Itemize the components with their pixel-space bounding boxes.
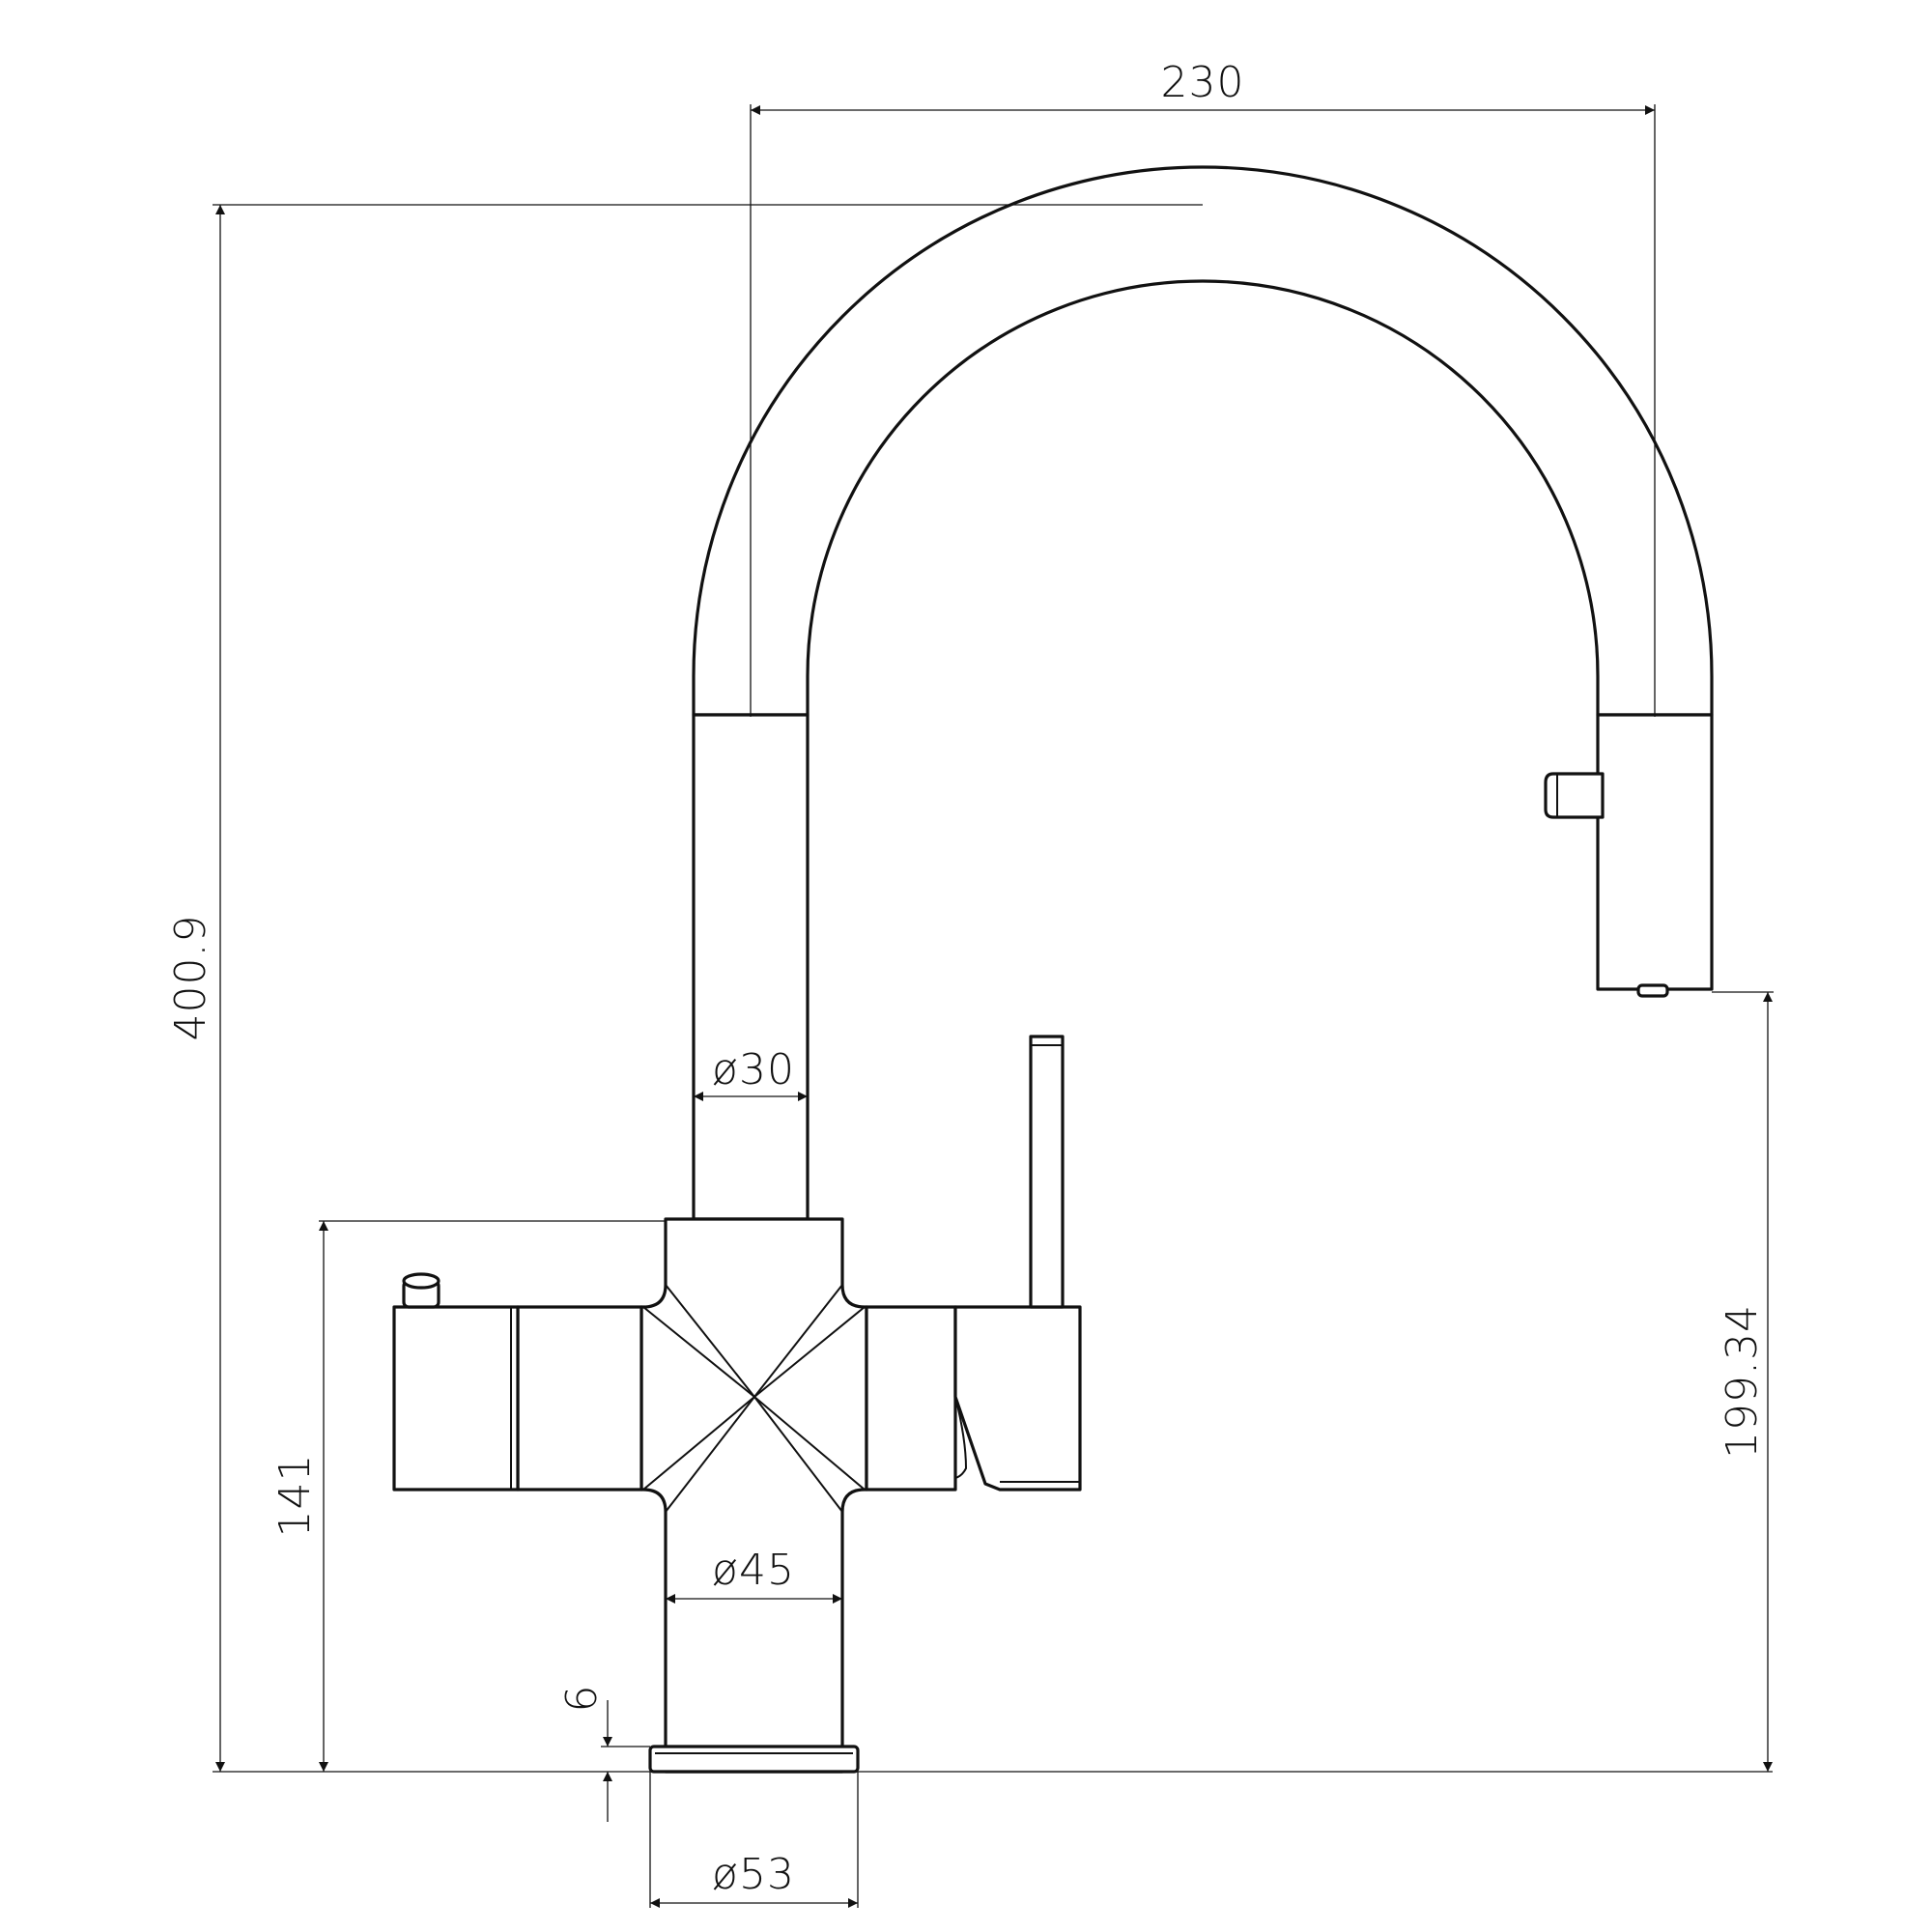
spray-nozzle [1636, 983, 1669, 998]
dim-total-height: 400.9 [166, 204, 1773, 1773]
faucet-outline [392, 165, 1714, 1774]
lever-housing-curve [954, 1396, 968, 1479]
dim-spout-reach: 230 [750, 58, 1656, 717]
dimensions: 230 400.9 ø30 199.34 141 ø4 [166, 58, 1774, 1908]
dim-base-thickness: 6 [557, 1685, 650, 1822]
base-flange [648, 1745, 860, 1774]
dim-column-diameter: ø45 [666, 1546, 842, 1604]
spray-head [1596, 713, 1714, 991]
right-arm [865, 1305, 957, 1492]
dim-base-thickness-label: 6 [557, 1685, 607, 1713]
cross-facets [642, 1284, 866, 1513]
spray-button [1544, 772, 1605, 819]
lever-housing [953, 1305, 1082, 1492]
dim-body-height-label: 141 [270, 1454, 320, 1538]
dim-column-diameter-label: ø45 [712, 1546, 795, 1595]
dim-spout-diameter-label: ø30 [712, 1045, 795, 1094]
dim-spout-diameter: ø30 [694, 1045, 808, 1101]
dim-base-diameter: ø53 [649, 1772, 859, 1908]
body-column [639, 1217, 868, 1774]
dim-outlet-height: 199.34 [1712, 991, 1774, 1772]
dim-body-height: 141 [270, 1220, 666, 1772]
dim-total-height-label: 400.9 [166, 915, 215, 1041]
dim-spout-reach-label: 230 [1161, 58, 1245, 107]
left-arm [516, 1305, 643, 1492]
spout-arch [692, 165, 1714, 717]
left-knob [392, 1305, 520, 1492]
safety-button-cap [402, 1272, 440, 1290]
spout-riser [692, 713, 810, 1221]
lever-handle [1029, 1035, 1065, 1309]
dim-base-diameter-label: ø53 [712, 1850, 795, 1899]
dim-outlet-height-label: 199.34 [1718, 1304, 1767, 1459]
